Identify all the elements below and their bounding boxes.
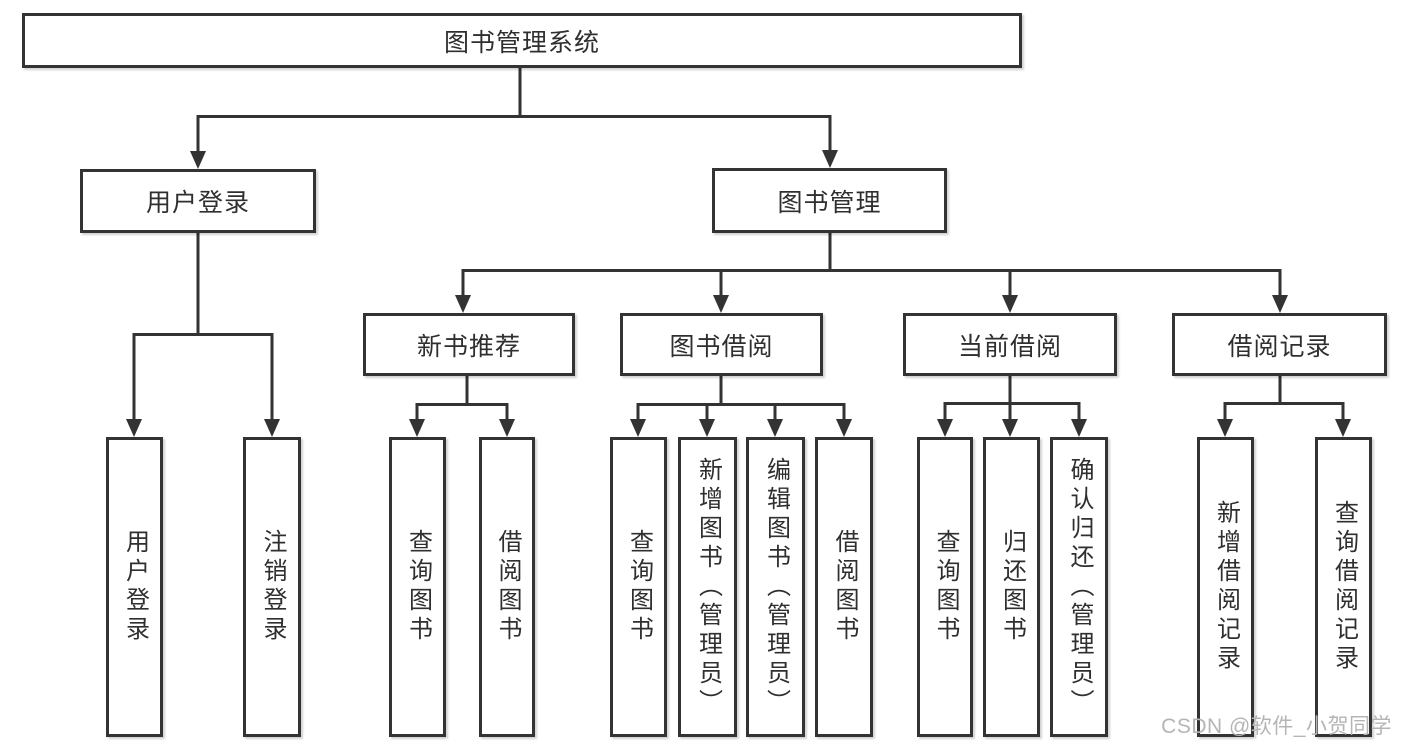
leaf-logout: 注销登录: [243, 437, 301, 737]
node-book-management: 图书管理: [712, 168, 947, 233]
leaf-user-login: 用户登录: [106, 437, 163, 737]
leaf-add-book-admin: 新增图书（管理员）: [678, 437, 737, 737]
node-new-book-recommend: 新书推荐: [363, 313, 575, 376]
node-library-management-system: 图书管理系统: [22, 13, 1022, 68]
leaf-return-books: 归还图书: [983, 437, 1040, 737]
leaf-query-books-borrowing: 查询图书: [610, 437, 667, 737]
leaf-edit-book-admin: 编辑图书（管理员）: [746, 437, 805, 737]
leaf-confirm-return-admin: 确认归还（管理员）: [1050, 437, 1108, 737]
leaf-borrow-books-recommend: 借阅图书: [479, 437, 535, 737]
leaf-query-books-current: 查询图书: [917, 437, 973, 737]
node-current-borrowing: 当前借阅: [903, 313, 1117, 376]
leaf-query-borrow-record: 查询借阅记录: [1315, 437, 1372, 737]
node-borrow-records: 借阅记录: [1172, 313, 1387, 376]
leaf-add-borrow-record: 新增借阅记录: [1197, 437, 1254, 737]
node-user-login: 用户登录: [80, 169, 316, 233]
node-book-borrowing: 图书借阅: [620, 313, 823, 376]
leaf-query-books-recommend: 查询图书: [389, 437, 446, 737]
watermark: CSDN @软件_小贺同学: [1161, 715, 1392, 738]
leaf-borrow-books: 借阅图书: [815, 437, 873, 737]
